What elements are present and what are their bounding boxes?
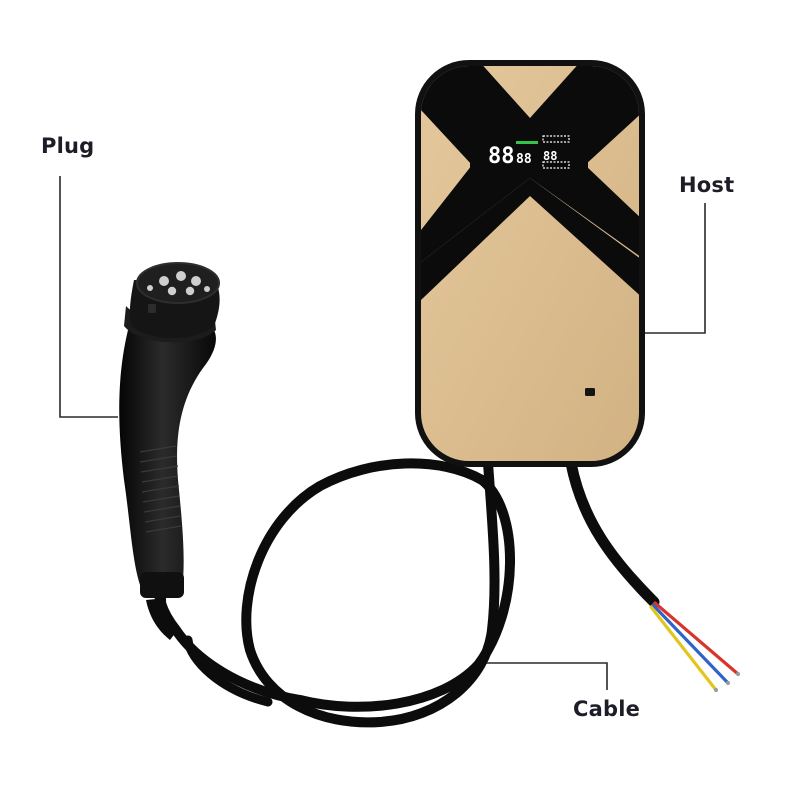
cable-loop-inner [295, 475, 515, 712]
charging-plug [119, 262, 220, 640]
cable-label: Cable [573, 697, 641, 721]
plug-strain-relief [140, 572, 184, 598]
charging-cable [153, 458, 515, 728]
power-lead-jacket [565, 457, 660, 608]
wire-red [653, 601, 740, 676]
plug-handle [119, 330, 216, 590]
display-main-digits: 88 [488, 144, 515, 169]
power-lead [565, 457, 740, 692]
display-right-digits: 88 [543, 149, 557, 163]
plug-face [136, 262, 220, 304]
cable-leader-line [482, 662, 608, 690]
card-reader-indicator [585, 388, 595, 396]
leader-lines [59, 176, 706, 690]
display-small-digits: 88 [516, 152, 532, 167]
host-unit: 88 88 88 [415, 60, 645, 467]
host-label: Host [679, 173, 735, 197]
plug-latch-slot [148, 304, 156, 313]
host-leader-line [645, 203, 706, 334]
x-band-bottom [421, 178, 639, 300]
display-status-bar [516, 141, 538, 144]
wire-blue [651, 603, 730, 685]
wire-yellow [649, 605, 718, 692]
cable-loop-outer [183, 635, 273, 707]
plug-label: Plug [41, 134, 95, 158]
plug-grip-ridges [139, 445, 182, 533]
plug-pins [147, 271, 210, 296]
plug-leader-line [59, 176, 118, 418]
lcd-display: 88 88 88 [488, 135, 570, 169]
